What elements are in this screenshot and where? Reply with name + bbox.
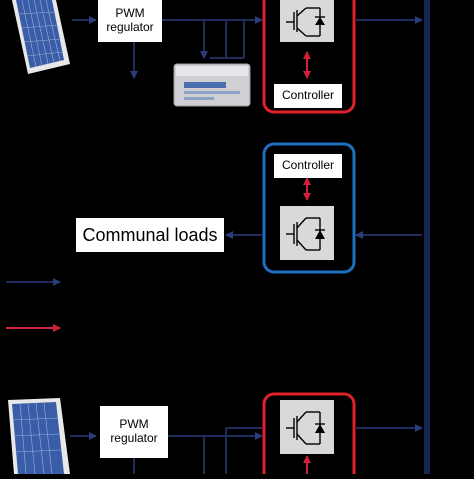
communal-loads-label: Communal loads <box>76 218 224 252</box>
converter-frame-top <box>262 0 356 114</box>
solar-panel-icon <box>8 398 70 475</box>
pwm-regulator-bottom-line2: regulator <box>110 431 158 445</box>
pwm-regulator-bottom-line1: PWM <box>119 417 149 432</box>
top-wiring <box>72 16 423 79</box>
converter-frame-middle <box>262 142 356 274</box>
solar-panel-icon <box>12 0 70 74</box>
pwm-regulator-bottom: PWM regulator <box>100 406 168 458</box>
main-bus <box>424 0 430 474</box>
controller-top: Controller <box>274 84 342 108</box>
igbt-icon <box>280 0 334 42</box>
igbt-icon <box>280 206 334 260</box>
converter-frame-bottom <box>262 392 356 479</box>
pwm-regulator-top: PWM regulator <box>98 0 162 42</box>
pwm-regulator-top-line2: regulator <box>106 20 154 34</box>
pwm-regulator-top-line1: PWM <box>115 6 145 21</box>
bottom-wiring <box>70 424 423 474</box>
battery-icon <box>173 63 251 107</box>
igbt-icon <box>280 400 334 454</box>
controller-middle: Controller <box>274 154 342 178</box>
